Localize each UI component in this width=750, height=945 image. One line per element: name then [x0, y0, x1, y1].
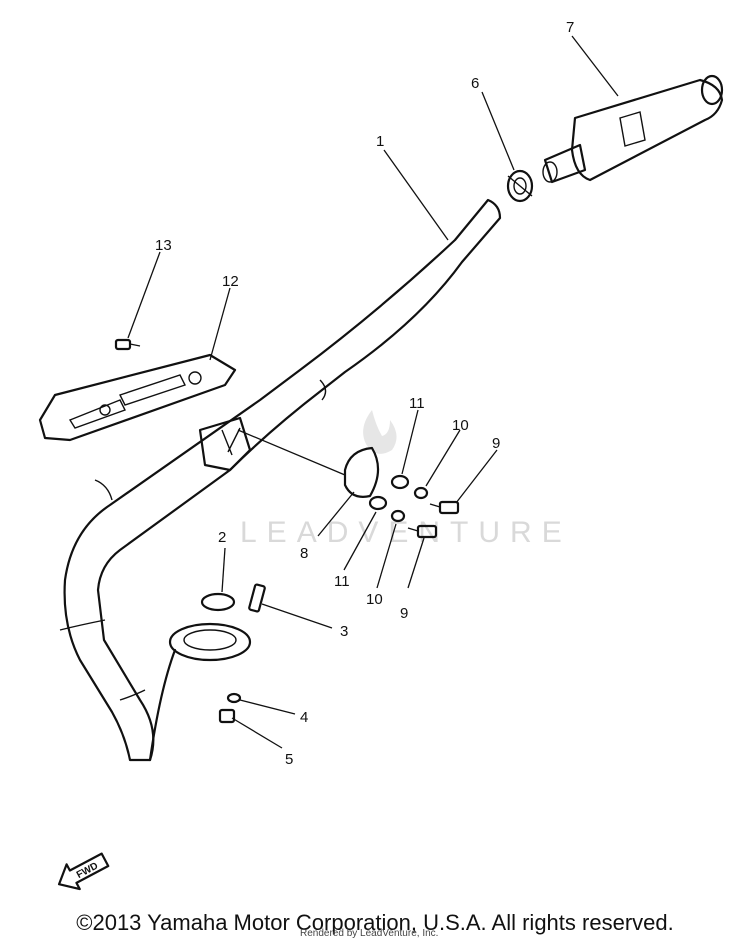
callout-4: 4 — [300, 709, 308, 726]
protector-part-12 — [38, 353, 237, 442]
washer-part-11 — [368, 474, 410, 511]
callout-7: 7 — [566, 19, 574, 36]
gasket-part-2 — [200, 592, 236, 612]
watermark: LEADVENTURE — [240, 410, 572, 549]
fwd-arrow-icon: FWD — [57, 852, 110, 891]
callout-12: 12 — [222, 273, 239, 290]
leader-lines — [127, 35, 619, 749]
stud-part-3 — [248, 583, 266, 613]
callout-10-lower: 10 — [366, 591, 383, 608]
callout-5: 5 — [285, 751, 293, 768]
callout-11-upper: 11 — [409, 395, 425, 412]
callout-6: 6 — [471, 75, 479, 92]
bolt-part-9 — [407, 500, 460, 539]
watermark-text: LEADVENTURE — [240, 516, 572, 549]
callout-8: 8 — [300, 545, 308, 562]
callout-13: 13 — [155, 237, 172, 254]
callouts: 1 2 3 4 5 6 7 8 9 9 10 10 11 11 12 13 — [155, 19, 574, 768]
nut-part-5 — [218, 708, 236, 724]
plate-part-8 — [343, 446, 380, 498]
callout-3: 3 — [340, 623, 348, 640]
callout-9-upper: 9 — [492, 435, 500, 452]
callout-9-lower: 9 — [400, 605, 408, 622]
washer-part-4 — [226, 692, 242, 704]
callout-1: 1 — [376, 133, 384, 150]
rendered-by-text: Rendered by LeadVenture, Inc. — [300, 928, 439, 939]
silencer-part-7 — [542, 74, 724, 184]
callout-2: 2 — [218, 529, 226, 546]
bolt-part-13 — [114, 338, 141, 351]
clamp-part-6 — [506, 169, 534, 203]
washer-part-10 — [390, 486, 429, 523]
callout-11-lower: 11 — [334, 573, 350, 590]
copyright-text: ©2013 Yamaha Motor Corporation, U.S.A. A… — [76, 910, 674, 935]
exhaust-pipe-part-1 — [59, 198, 502, 762]
callout-10-upper: 10 — [452, 417, 469, 434]
